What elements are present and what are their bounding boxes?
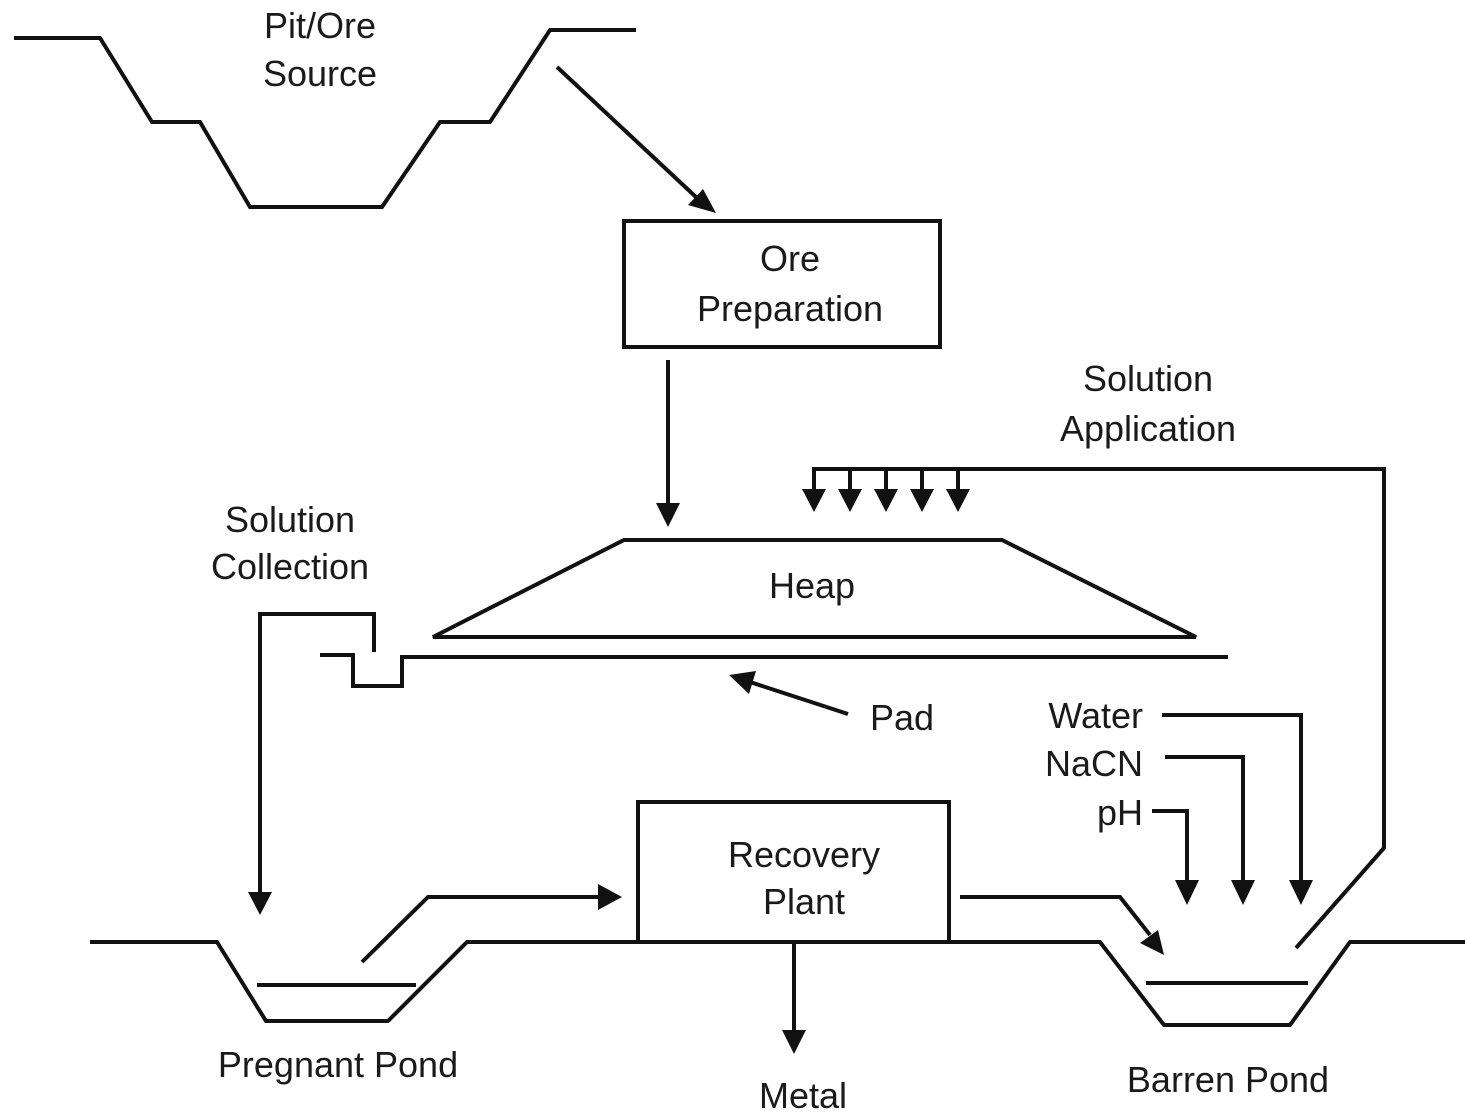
pad-label: Pad [870, 697, 934, 738]
arrow-pregnant-to-recovery [360, 884, 622, 964]
sprinkler-arrows [802, 469, 970, 512]
arrow-recovery-to-barren [960, 895, 1164, 955]
solution-collection: Solution Collection [211, 499, 376, 915]
nacn-label: NaCN [1045, 743, 1143, 784]
heap-label: Heap [769, 565, 855, 606]
recovery-plant-label-line1: Recovery [728, 834, 880, 875]
solution-application-label-line2: Application [1060, 408, 1236, 449]
pit-ore-source: Pit/Ore Source [14, 5, 636, 209]
ore-prep-label-line1: Ore [760, 238, 820, 279]
arrow-ore-prep-to-heap [656, 360, 680, 527]
pad-line [320, 653, 1228, 688]
pit-label-line1: Pit/Ore [264, 5, 376, 46]
pad-pointer: Pad [729, 671, 934, 738]
solution-collection-label-line1: Solution [225, 499, 355, 540]
pit-label-line2: Source [263, 53, 377, 94]
solution-collection-label-line2: Collection [211, 546, 369, 587]
water-label: Water [1048, 695, 1143, 736]
collection-line [258, 612, 376, 894]
solution-application: Solution Application [802, 358, 1386, 950]
ph-label: pH [1097, 792, 1143, 833]
reagent-water: Water [1048, 695, 1313, 905]
recovery-plant-label-line2: Plant [763, 881, 845, 922]
solution-return-line [812, 467, 1386, 950]
solution-application-label-line1: Solution [1083, 358, 1213, 399]
ore-preparation-box: Ore Preparation [622, 219, 942, 349]
arrow-recovery-to-metal: Metal [759, 944, 847, 1112]
metal-label: Metal [759, 1075, 847, 1112]
pregnant-pond-label: Pregnant Pond [218, 1044, 458, 1085]
barren-pond: Barren Pond [1127, 981, 1329, 1100]
pad [320, 653, 1228, 688]
ore-prep-label-line2: Preparation [697, 288, 883, 329]
recovery-plant-box: Recovery Plant [636, 800, 951, 944]
pit-profile [14, 28, 636, 209]
heap: Heap [432, 538, 1197, 639]
arrow-pit-to-ore-prep [555, 65, 716, 213]
reagent-nacn: NaCN [1045, 743, 1255, 905]
reagent-ph: pH [1097, 792, 1199, 905]
pregnant-pond: Pregnant Pond [218, 983, 458, 1085]
barren-pond-label: Barren Pond [1127, 1059, 1329, 1100]
